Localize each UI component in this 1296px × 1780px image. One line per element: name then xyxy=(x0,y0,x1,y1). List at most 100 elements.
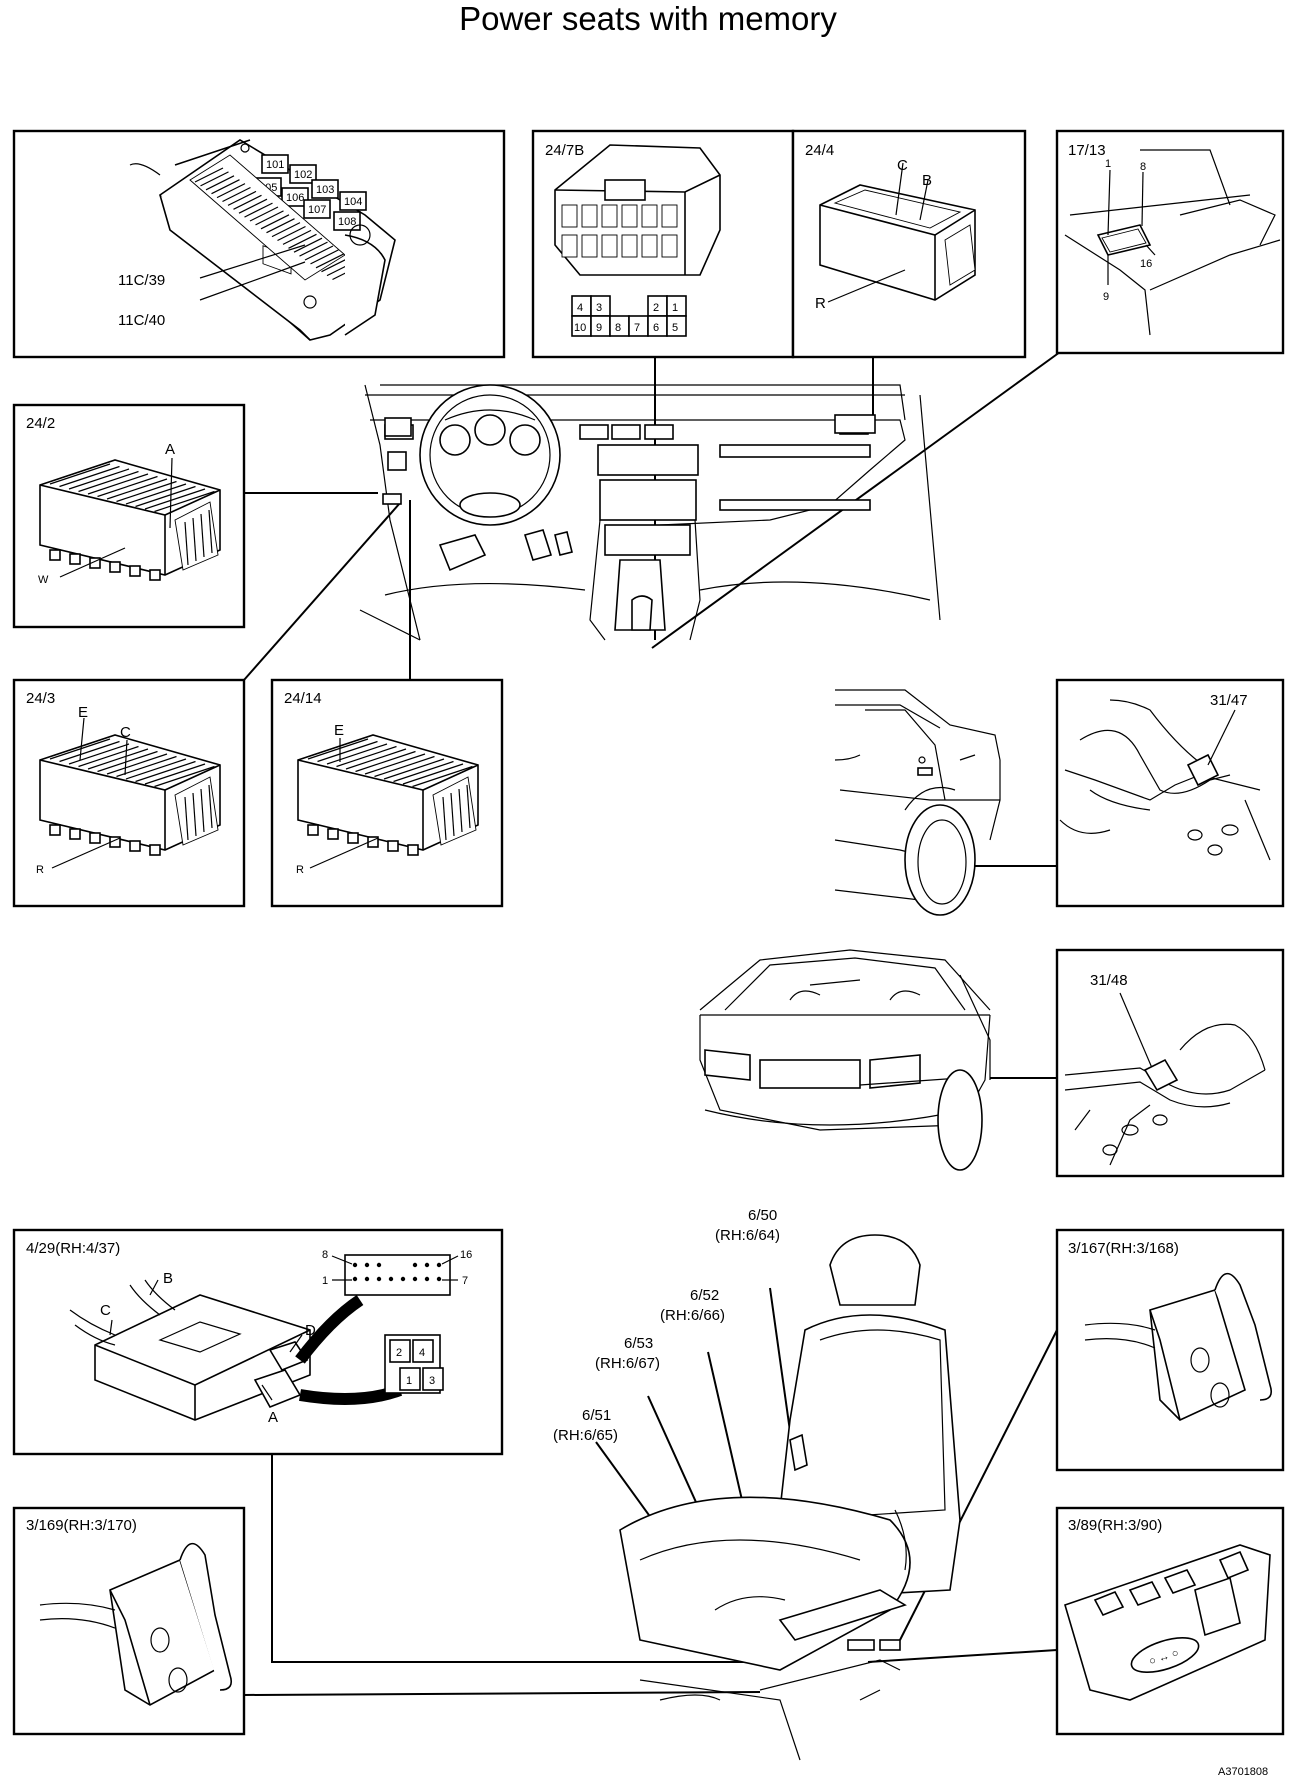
contact xyxy=(307,738,369,760)
contact xyxy=(106,753,168,775)
contact xyxy=(125,758,187,780)
fuse xyxy=(315,253,345,269)
label-b: B xyxy=(922,172,932,189)
contact xyxy=(97,750,158,773)
label-c: C xyxy=(897,157,908,174)
panel-id-31-47: 31/47 xyxy=(1210,692,1248,709)
fuse xyxy=(255,210,284,226)
foot xyxy=(387,840,399,852)
pin-label-3: 3 xyxy=(429,1375,435,1387)
cavity xyxy=(561,204,578,228)
relay-101 xyxy=(261,154,289,174)
relay-104 xyxy=(339,191,367,211)
fuse xyxy=(304,245,334,261)
relay-label: 102 xyxy=(294,169,312,181)
pin-cell-5 xyxy=(666,315,687,337)
rib xyxy=(442,796,447,841)
relay-label: 104 xyxy=(344,196,362,208)
contact xyxy=(87,748,149,770)
contact xyxy=(78,470,139,493)
cavity xyxy=(621,204,638,228)
callout-6-53: 6/53 xyxy=(624,1335,653,1352)
foot xyxy=(129,565,141,577)
pin-label-7: 7 xyxy=(462,1275,468,1287)
contact xyxy=(154,765,215,788)
fuse xyxy=(238,198,268,214)
fuse xyxy=(299,241,328,257)
contact xyxy=(383,758,445,780)
gauge xyxy=(474,414,506,446)
switch-3-167: 3/167(RH:3/168) xyxy=(1068,1240,1273,1421)
contact xyxy=(402,763,464,785)
pin xyxy=(364,1262,370,1268)
relay-102 xyxy=(289,164,317,184)
pin-label-8: 8 xyxy=(322,1249,328,1261)
contact xyxy=(355,750,416,773)
lock xyxy=(174,776,219,846)
label-w: W xyxy=(38,574,49,586)
power-seat-illustration xyxy=(619,1234,961,1761)
contact xyxy=(374,755,435,778)
label-e: E xyxy=(78,704,88,721)
cavity xyxy=(561,234,578,258)
callout-6-52: 6/52 xyxy=(690,1287,719,1304)
callout-rh-6-66: (RH:6/66) xyxy=(660,1307,725,1324)
rib xyxy=(200,788,205,833)
pin-label-16: 16 xyxy=(1140,258,1152,270)
foot xyxy=(149,844,161,856)
foot xyxy=(307,824,319,836)
pin xyxy=(424,1262,430,1268)
label-c: C xyxy=(120,724,131,741)
seat-callouts: 6/50 (RH:6/64) 6/52 (RH:6/66) 6/53 (RH:6… xyxy=(553,1207,780,1444)
contact xyxy=(97,475,158,498)
contact xyxy=(68,743,130,765)
pin-label-3: 3 xyxy=(596,302,602,314)
fuse xyxy=(288,233,317,249)
cavity xyxy=(641,204,658,228)
fuse xyxy=(211,179,240,195)
pin-label-2: 2 xyxy=(653,302,659,314)
gauge xyxy=(439,424,471,456)
relay-label: 101 xyxy=(266,159,284,171)
pin-label-1: 1 xyxy=(406,1375,412,1387)
rib xyxy=(184,796,189,841)
rib xyxy=(208,509,213,554)
panel-id-24-3: 24/3 xyxy=(26,690,55,707)
switch-3-169: 3/169(RH:3/170) xyxy=(26,1517,233,1706)
pin xyxy=(436,1276,442,1282)
label-e: E xyxy=(334,722,344,739)
pin xyxy=(376,1276,382,1282)
fuse xyxy=(260,214,290,230)
foot xyxy=(347,832,359,844)
pin xyxy=(436,1262,442,1268)
fuse xyxy=(310,249,339,265)
cavity xyxy=(661,234,678,258)
cavity xyxy=(581,234,598,258)
contact xyxy=(336,745,397,768)
contact xyxy=(154,490,215,513)
fuse xyxy=(205,175,235,191)
contact xyxy=(106,478,168,500)
pin-label-4: 4 xyxy=(577,302,583,314)
vent xyxy=(644,424,674,440)
label-a: A xyxy=(165,441,175,458)
panel-id-24-2: 24/2 xyxy=(26,415,55,432)
pin-label-10: 10 xyxy=(574,322,586,334)
pin-cell-1 xyxy=(399,1367,421,1391)
relay-103 xyxy=(311,179,339,199)
label-r: R xyxy=(36,864,44,876)
relay-107 xyxy=(303,199,331,219)
callout-rh-6-64: (RH:6/64) xyxy=(715,1227,780,1244)
pin xyxy=(364,1276,370,1282)
fuse xyxy=(271,222,301,238)
pin-label-5: 5 xyxy=(672,322,678,334)
cavity xyxy=(621,234,638,258)
contact xyxy=(345,748,407,770)
panel-id-3-169: 3/169(RH:3/170) xyxy=(26,1517,137,1534)
pin-cell-4 xyxy=(412,1339,434,1363)
relay-label: 106 xyxy=(286,192,304,204)
pin xyxy=(352,1262,358,1268)
contact xyxy=(116,480,177,503)
contact xyxy=(326,743,388,765)
